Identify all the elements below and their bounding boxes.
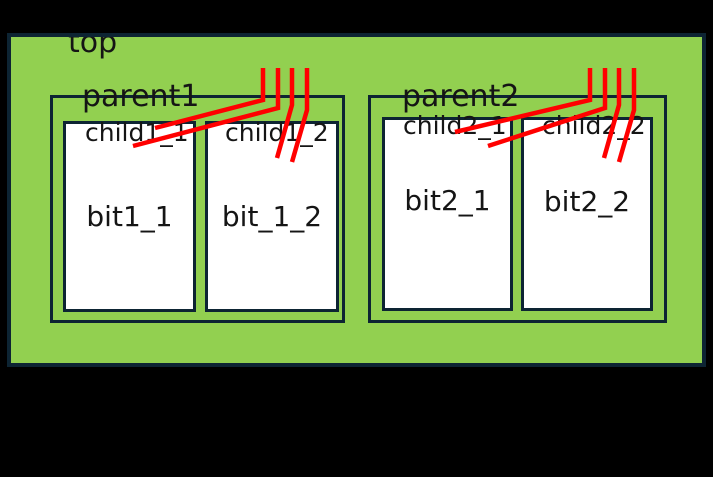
parent1-label: parent1 [82,79,200,114]
bit2-1-label: bit2_1 [404,184,491,217]
child1-1-label: child1_1 [85,118,189,147]
bit-1-2-label: bit_1_2 [221,200,323,233]
top-module-label: top [68,33,118,60]
child2-1-box [382,117,513,311]
child2-2-label: child2_2 [542,111,646,140]
bit2-2-label: bit2_2 [543,185,631,218]
child1-2-box [205,121,339,312]
child1-1-box [63,121,196,312]
child2-1-label: child2_1 [403,111,507,140]
parent2-label: parent2 [402,79,520,114]
bit1-1-label: bit1_1 [86,200,173,233]
child1-2-label: child1_2 [225,118,329,147]
